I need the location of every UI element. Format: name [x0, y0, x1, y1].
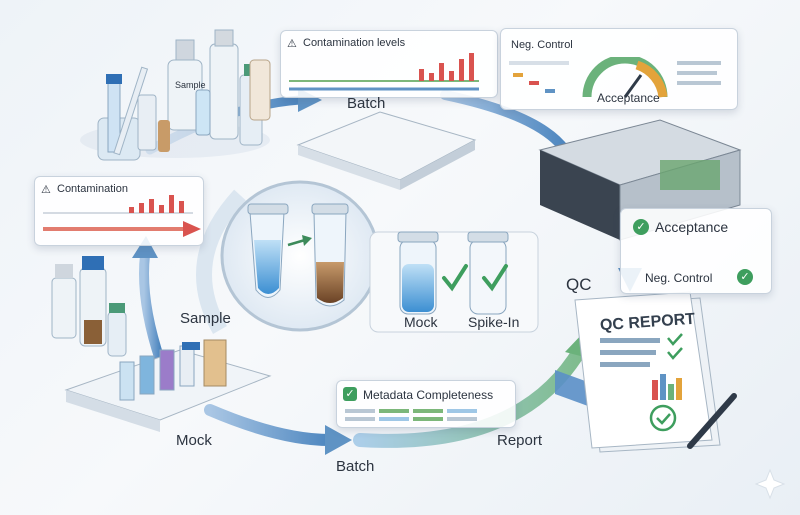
label-report: Report: [497, 432, 543, 449]
warning-icon: ⚠: [41, 184, 51, 196]
control-tubes: [369, 231, 539, 333]
glassware-top-left: [80, 29, 271, 161]
acceptance-neg-control: Neg. Control: [645, 271, 713, 285]
contamination-levels-panel: ⚠ Contamination levels: [280, 30, 498, 98]
well-plate-top: [296, 111, 477, 190]
label-mock-tube: Mock: [404, 314, 438, 330]
acceptance-title: Acceptance: [655, 219, 729, 235]
label-mock-left: Mock: [176, 432, 212, 449]
bottles-left: [51, 256, 127, 357]
metadata-grid: [345, 409, 477, 421]
qc-report-document: [574, 291, 737, 453]
warning-icon: ⚠: [287, 38, 297, 50]
label-qc: QC: [566, 275, 592, 294]
acceptance-panel: ✓ Acceptance Neg. Control ✓: [620, 208, 772, 294]
metadata-panel: ✓ Metadata Completeness: [336, 380, 516, 428]
label-batch-bottom: Batch: [336, 458, 375, 475]
metadata-title: Metadata Completeness: [363, 388, 494, 402]
label-batch-top: Batch: [347, 95, 386, 112]
neg-control-title: Neg. Control: [511, 39, 573, 51]
check-icon: ✓: [343, 387, 357, 401]
contamination-panel: ⚠ Contamination: [34, 176, 204, 246]
check-icon: ✓: [737, 269, 753, 285]
label-sample-bottle: Sample: [175, 80, 206, 90]
label-sample: Sample: [180, 310, 231, 327]
contamination-bars: [43, 195, 201, 237]
contamination-levels-bars: [289, 53, 479, 91]
neg-control-gauge: [509, 57, 721, 98]
sample-lens: [220, 180, 380, 332]
tube-rack: [64, 339, 272, 432]
gauge-acceptance-label: Acceptance: [597, 91, 660, 105]
check-icon: ✓: [633, 219, 649, 235]
neg-control-panel: Neg. Control Acceptance: [500, 28, 738, 110]
label-spike-in: Spike-In: [468, 314, 520, 330]
contamination-title: Contamination: [57, 183, 128, 195]
contamination-levels-title: Contamination levels: [303, 37, 406, 49]
